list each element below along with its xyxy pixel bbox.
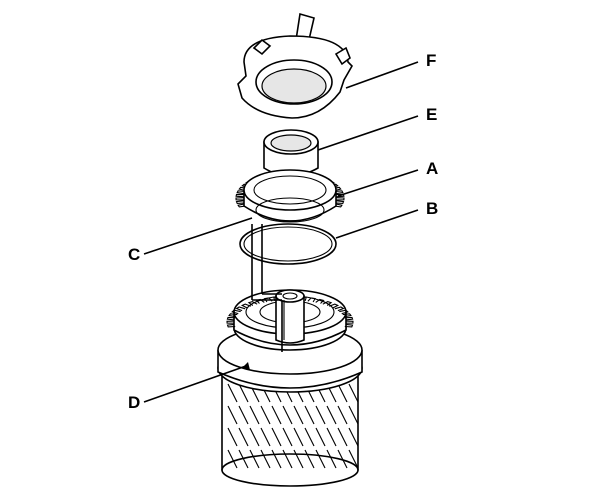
- callout-c: C: [128, 245, 140, 264]
- collar-icon: [263, 129, 319, 177]
- thrust-washer-icon: [237, 12, 353, 119]
- leader-lines: [143, 61, 419, 403]
- countershaft-assembly-icon: [217, 289, 363, 487]
- alignment-guide-lines: [251, 224, 283, 352]
- snap-ring-icon: [239, 223, 337, 265]
- callout-e: E: [426, 105, 437, 124]
- gear-icon: [235, 169, 345, 223]
- callout-f: F: [426, 51, 436, 70]
- callout-d: D: [128, 393, 140, 412]
- callout-b: B: [426, 199, 438, 218]
- callout-a: A: [426, 159, 438, 178]
